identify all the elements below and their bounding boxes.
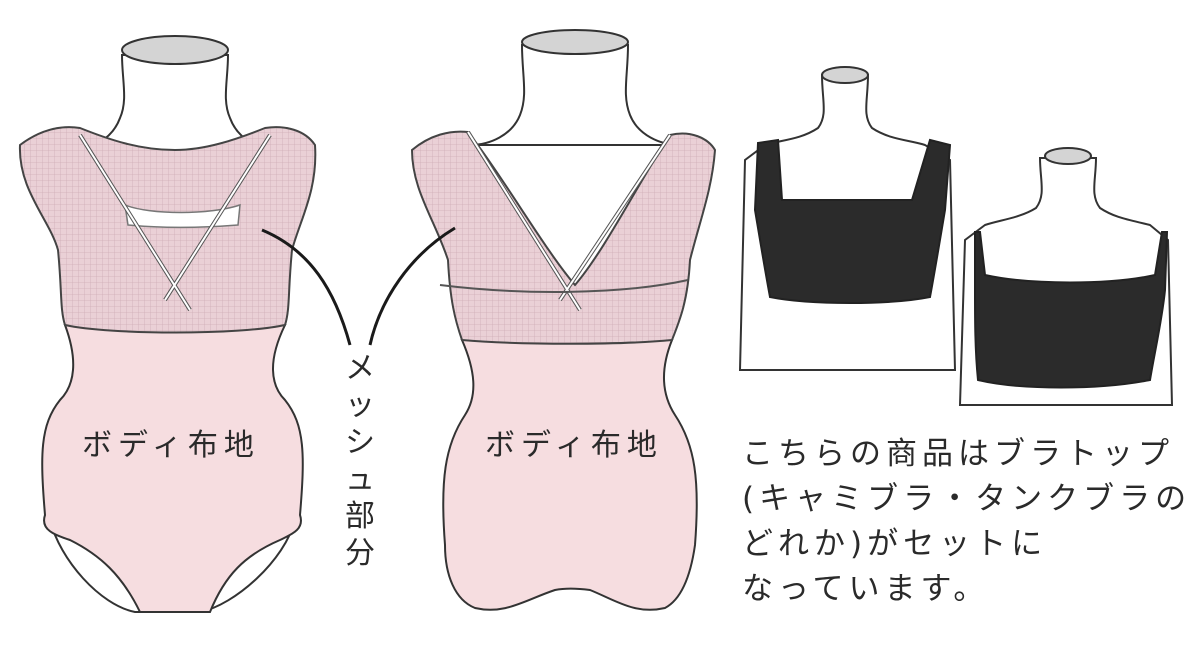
note-line: どれか)がセットに — [742, 526, 1048, 562]
front-body-fabric-label: ボディ布地 — [82, 428, 260, 463]
mesh-label-char: メ — [345, 351, 375, 386]
mesh-part-label: メ ッ シ ュ 部 分 — [340, 350, 380, 572]
front-leotard — [18, 35, 317, 613]
mesh-label-char: 分 — [345, 536, 375, 571]
mesh-label-char: シ — [345, 425, 375, 460]
front-body-fabric — [41, 324, 304, 613]
tank-bra-illustration — [958, 147, 1174, 406]
mesh-pointer-lines — [261, 226, 456, 346]
product-note: こちらの商品はブラトップ (キャミブラ・タンクブラの どれか)がセットに なって… — [742, 432, 1192, 612]
back-leotard — [410, 29, 717, 611]
cami-bra-illustration — [738, 66, 957, 371]
note-line: なっています。 — [742, 571, 990, 607]
cami-bra-black — [974, 231, 1169, 389]
tank-bra-black — [753, 138, 952, 304]
mesh-label-char: 部 — [345, 499, 375, 534]
mesh-label-char: ッ — [345, 388, 375, 423]
back-body-fabric-label: ボディ布地 — [485, 428, 663, 463]
back-mannequin — [469, 29, 681, 146]
note-line: こちらの商品はブラトップ — [742, 436, 1174, 472]
front-inner-bra — [124, 203, 241, 228]
back-mesh-panel — [410, 130, 717, 345]
back-body-fabric — [442, 339, 698, 611]
mesh-label-char: ュ — [345, 462, 375, 497]
front-mesh-panel — [18, 126, 317, 334]
note-line: (キャミブラ・タンクブラの — [742, 481, 1192, 517]
